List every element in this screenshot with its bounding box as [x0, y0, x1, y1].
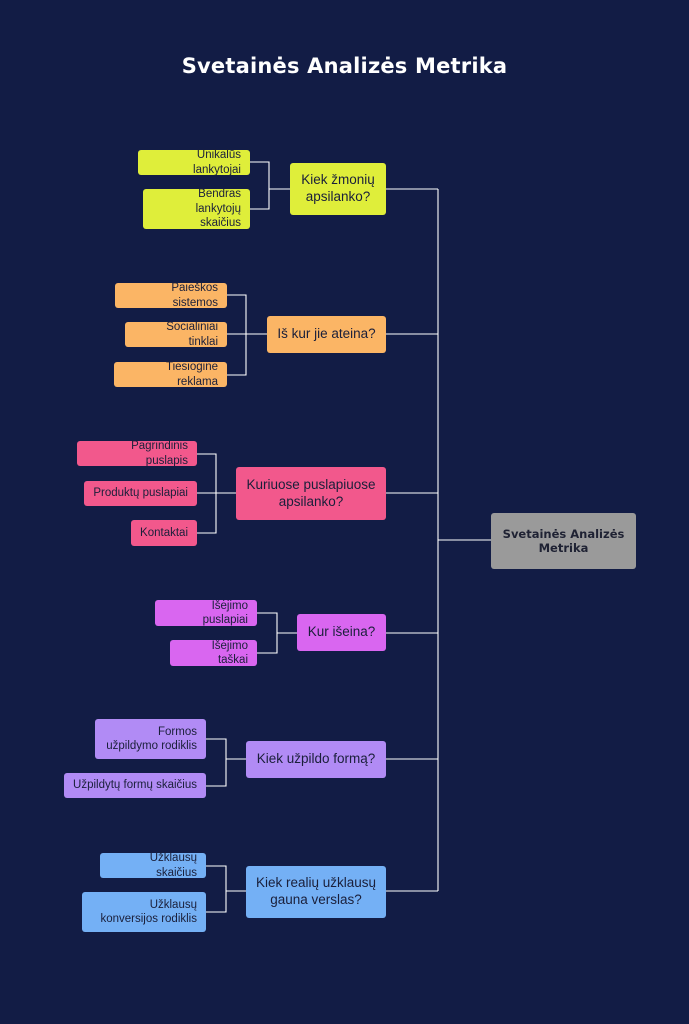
root-node: Svetainės Analizės Metrika [491, 513, 636, 569]
leaf-total-visitors: Bendras lankytojų skaičius [143, 188, 250, 229]
question-node-exit: Kur išeina? [297, 614, 386, 651]
leaf-exit-points: Išėjimo taškai [170, 640, 257, 666]
leaf-exit-pages: Išėjimo puslapiai [155, 600, 257, 626]
question-node-pages: Kuriuose puslapiuose apsilanko? [236, 467, 386, 520]
leaf-direct-ads: Tiesioginė reklama [114, 361, 227, 388]
leaf-search-engines: Paieškos sistemos [115, 282, 227, 309]
leaf-unique-visitors: Unikalūs lankytojai [138, 149, 250, 176]
question-node-forms: Kiek užpildo formą? [246, 741, 386, 778]
bracket-1 [250, 161, 290, 210]
leaf-contacts: Kontaktai [131, 520, 197, 546]
diagram-title: Svetainės Analizės Metrika [181, 54, 508, 78]
bracket-3 [197, 453, 236, 534]
leaf-form-fill-rate: Formos užpildymo rodiklis [95, 719, 206, 759]
bracket-6 [206, 865, 246, 913]
question-node-visitors: Kiek žmonių apsilanko? [290, 163, 386, 215]
leaf-inquiry-count: Užklausų skaičius [100, 852, 206, 879]
bracket-4 [257, 612, 297, 654]
bracket-5 [206, 738, 246, 787]
leaf-product-pages: Produktų puslapiai [84, 481, 197, 506]
leaf-social-networks: Socialiniai tinklai [125, 321, 227, 348]
question-node-inquiries: Kiek realių užklausų gauna verslas? [246, 866, 386, 918]
question-node-sources: Iš kur jie ateina? [267, 316, 386, 353]
leaf-home-page: Pagrindinis puslapis [77, 440, 197, 467]
leaf-inquiry-conversion-rate: Užklausų konversijos rodiklis [82, 892, 206, 932]
bracket-2 [227, 294, 267, 376]
leaf-forms-filled-count: Užpildytų formų skaičius [64, 773, 206, 798]
